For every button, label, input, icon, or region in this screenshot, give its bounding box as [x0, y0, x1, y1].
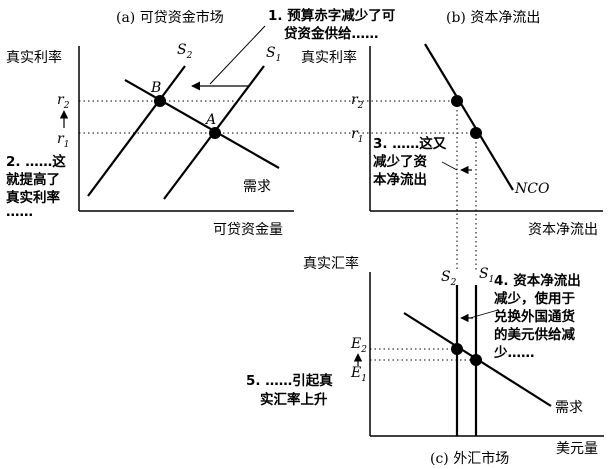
- note-2: 2. ……这 就提高了 真实利率 ……: [6, 153, 70, 220]
- e1-label: E1: [350, 365, 367, 384]
- panel-b-r2-label: r2: [351, 92, 364, 111]
- fx-point-e2: [451, 343, 463, 355]
- equilibrium-point-a: [209, 127, 221, 139]
- panel-a-x-axis-label: 可贷资金量: [213, 222, 283, 238]
- panel-b: (b) 资本净流出 真实利率 资本净流出 r2 r1 NCO 3. ……这又 减…: [301, 10, 603, 272]
- panel-c-s2-label: S2: [441, 269, 457, 288]
- panel-b-x-axis-label: 资本净流出: [528, 222, 598, 238]
- note1-pointer: [209, 25, 266, 85]
- panel-c: 真实汇率 美元量 (c) 外汇市场 S2 S1 需求 E2 E1 4. 资本净流…: [246, 255, 604, 467]
- panel-c-s1-label: S1: [479, 266, 494, 285]
- panel-c-title: (c) 外汇市场: [430, 450, 509, 467]
- s2-label: S2: [177, 42, 193, 61]
- nco-curve: [424, 43, 514, 191]
- panel-b-r1-label: r1: [351, 126, 363, 145]
- note-3: 3. ……这又 减少了资 本净流出: [373, 135, 451, 188]
- loanable-funds-demand-curve: [124, 79, 280, 169]
- note-1: 1. 预算赤字减少了可 贷资金供给……: [268, 7, 400, 42]
- nco-label: NCO: [514, 181, 550, 197]
- e2-label: E2: [350, 336, 367, 355]
- equilibrium-point-b: [154, 95, 166, 107]
- fx-point-e1: [470, 354, 482, 366]
- point-b-label: B: [150, 80, 161, 96]
- panel-a-y-axis-label: 真实利率: [6, 49, 62, 66]
- panel-a-r2-label: r2: [57, 92, 70, 111]
- panel-a-title: (a) 可贷资金市场: [116, 9, 224, 26]
- note3-pointer: [441, 161, 458, 171]
- point-a-label: A: [204, 112, 216, 128]
- note4-pointer: [469, 309, 499, 319]
- panel-c-x-axis-label: 美元量: [556, 441, 598, 457]
- panel-a-r1-label: r1: [57, 131, 69, 150]
- panel-a-demand-label: 需求: [243, 179, 271, 195]
- note-5: 5. ……引起真 实汇率上升: [246, 372, 337, 408]
- s1-label: S1: [266, 45, 281, 64]
- panel-a: (a) 可贷资金市场 真实利率 可贷资金量 r2 r1 S2 S1 需求 B A…: [6, 7, 475, 238]
- note-4: 4. 资本净流出 减少，使用于 兑换外国通货 的美元供给减 少……: [493, 272, 585, 361]
- panel-c-y-axis-label: 真实汇率: [303, 255, 359, 272]
- panel-b-title: (b) 资本净流出: [446, 10, 540, 26]
- panel-c-demand-label: 需求: [555, 400, 583, 416]
- supply-curve-s2: [87, 65, 186, 197]
- panel-b-y-axis-label: 真实利率: [301, 49, 357, 66]
